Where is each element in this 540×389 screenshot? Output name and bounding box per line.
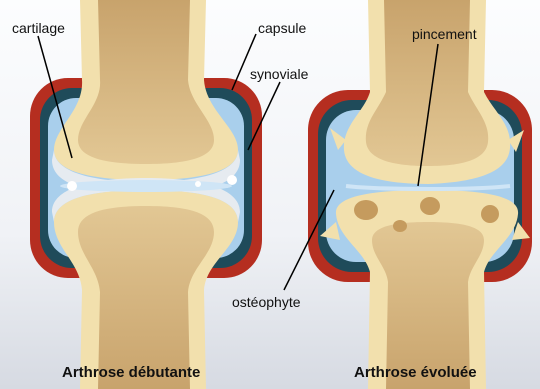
label-osteophyte: ostéophyte	[232, 294, 301, 310]
early-fluid-spot	[227, 175, 237, 185]
advanced-bone-cyst	[354, 200, 378, 220]
caption-early-arthrosis: Arthrose débutante	[62, 364, 200, 382]
label-capsule: capsule	[258, 20, 306, 36]
early-fluid-spot	[195, 181, 201, 187]
advanced-bone-cyst	[393, 220, 407, 232]
caption-advanced-arthrosis: Arthrose évoluée	[354, 364, 477, 382]
early-fluid-spot	[67, 181, 77, 191]
label-synoviale: synoviale	[250, 66, 308, 82]
advanced-bone-cyst	[481, 205, 499, 223]
advanced-bone-cyst	[420, 197, 440, 215]
label-pincement: pincement	[412, 26, 477, 42]
early-joint-space	[60, 180, 232, 192]
label-cartilage: cartilage	[12, 20, 65, 36]
